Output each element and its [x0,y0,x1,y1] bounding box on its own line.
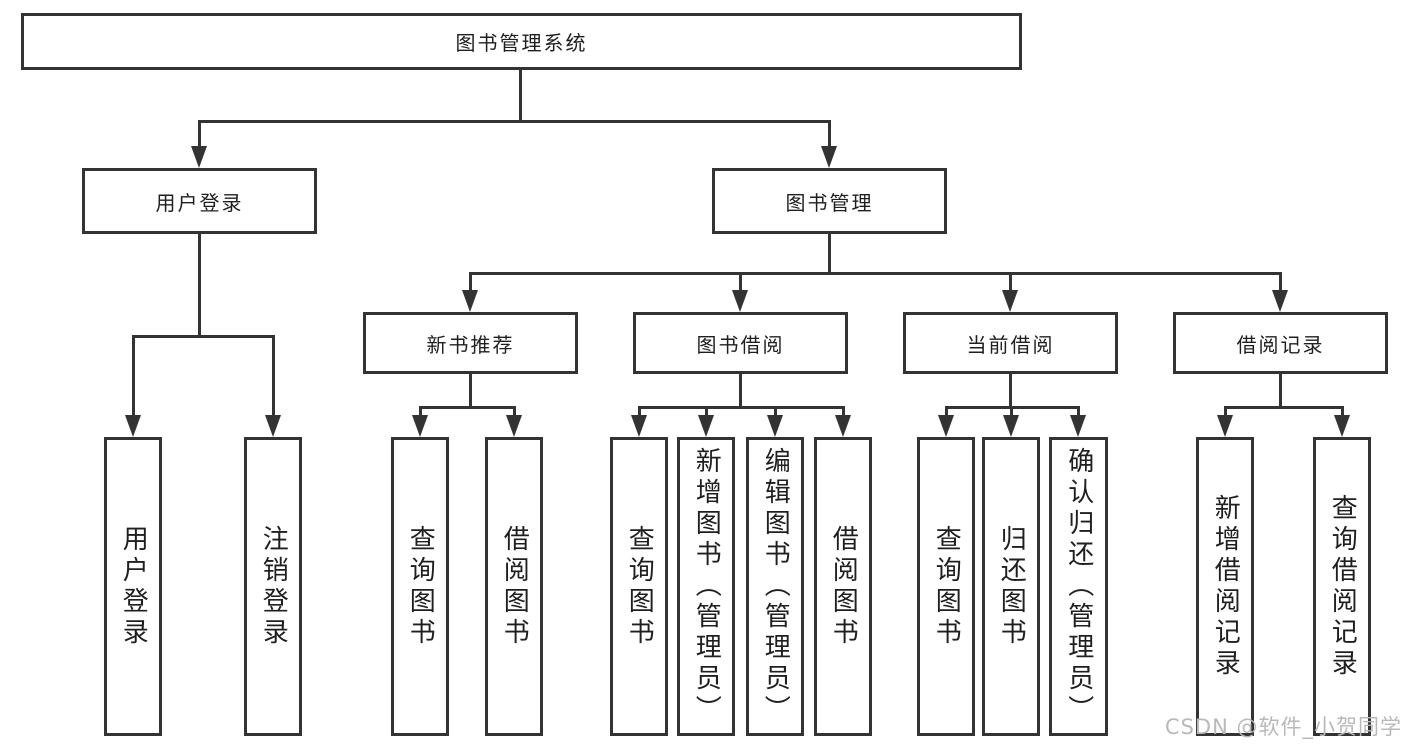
node-book-borrow: 图书借阅 [633,312,848,374]
node-new-book-recommend: 新书推荐 [363,312,578,374]
leaf-edit-book-admin: 编辑图书（管理员） [746,437,804,736]
leaf-label: 确认归还（管理员） [1063,447,1094,726]
connector-group-branch [1224,406,1344,409]
node-book-management: 图书管理 [712,168,947,234]
connector-to-leaf [705,406,708,417]
leaf-confirm-return-admin: 确认归还（管理员） [1049,437,1108,736]
connector-book-management-branch [469,272,1282,275]
leaf-return-book: 归还图书 [982,437,1040,736]
leaf-label: 查询图书 [931,524,962,649]
connector-group-branch [419,406,516,409]
connector-to-leaf [638,406,641,417]
node-current-borrow: 当前借阅 [903,312,1118,374]
leaf-label: 新增图书（管理员） [691,447,722,726]
node-root: 图书管理系统 [21,13,1022,70]
connector-group-stem [469,374,472,408]
arrowhead-down-icon [1272,290,1288,312]
node-label: 图书管理系统 [455,31,588,55]
leaf-query-book-current: 查询图书 [917,437,975,736]
arrowhead-down-icon [835,415,851,437]
leaf-label: 编辑图书（管理员） [760,447,791,726]
connector-group-branch [638,406,845,409]
connector-to-leaf [774,406,777,417]
arrowhead-down-icon [631,415,647,437]
leaf-logout: 注销登录 [244,437,302,736]
connector-to-book-management [828,120,831,148]
arrowhead-down-icon [265,415,281,437]
connector-group-stem [1009,374,1012,408]
connector-to-leaf [842,406,845,417]
arrowhead-down-icon [125,415,141,437]
node-label: 借阅记录 [1236,332,1325,357]
arrowhead-down-icon [191,146,207,168]
connector-to-level3 [739,272,742,292]
leaf-label: 注销登录 [258,524,289,649]
leaf-label: 归还图书 [996,524,1027,649]
node-label: 用户登录 [155,190,244,215]
arrowhead-down-icon [506,415,522,437]
arrowhead-down-icon [1002,290,1018,312]
node-user-login: 用户登录 [82,168,317,234]
node-label: 当前借阅 [966,332,1055,357]
connector-to-level3 [1009,272,1012,292]
node-borrow-record: 借阅记录 [1173,312,1388,374]
arrowhead-down-icon [1217,415,1233,437]
connector-to-leaf [272,335,275,417]
leaf-query-borrow-record: 查询借阅记录 [1313,437,1371,736]
leaf-add-borrow-record: 新增借阅记录 [1196,437,1254,736]
arrowhead-down-icon [767,415,783,437]
leaf-label: 查询借阅记录 [1327,493,1358,680]
leaf-label: 查询图书 [624,524,655,649]
leaf-label: 新增借阅记录 [1210,493,1241,680]
connector-user-login-branch [132,335,274,338]
connector-to-level3 [1279,272,1282,292]
arrowhead-down-icon [698,415,714,437]
leaf-user-login: 用户登录 [104,437,162,736]
leaf-query-book-borrow: 查询图书 [610,437,668,736]
connector-book-management-stem [828,234,831,274]
connector-to-leaf [419,406,422,417]
node-label: 图书借阅 [696,332,785,357]
leaf-borrow-book-recommend: 借阅图书 [485,437,543,736]
connector-group-stem [1279,374,1282,408]
leaf-label: 用户登录 [118,524,149,649]
connector-user-login-stem [198,234,201,336]
connector-root-stem [519,69,522,122]
node-label: 图书管理 [785,190,874,215]
arrowhead-down-icon [938,415,954,437]
connector-to-level3 [469,272,472,292]
connector-to-leaf [513,406,516,417]
connector-to-leaf [1077,406,1080,417]
connector-to-leaf [132,335,135,417]
connector-to-leaf [1010,406,1013,417]
arrowhead-down-icon [462,290,478,312]
arrowhead-down-icon [1070,415,1086,437]
arrowhead-down-icon [732,290,748,312]
arrowhead-down-icon [1334,415,1350,437]
arrowhead-down-icon [821,146,837,168]
leaf-borrow-book: 借阅图书 [814,437,872,736]
leaf-add-book-admin: 新增图书（管理员） [677,437,735,736]
leaf-label: 借阅图书 [499,524,530,649]
connector-to-leaf [1224,406,1227,417]
leaf-label: 借阅图书 [828,524,859,649]
leaf-label: 查询图书 [405,524,436,649]
connector-to-leaf [945,406,948,417]
connector-to-leaf [1341,406,1344,417]
connector-group-stem [739,374,742,408]
arrowhead-down-icon [1003,415,1019,437]
connector-root-branch [198,120,831,123]
node-label: 新书推荐 [426,332,515,357]
arrowhead-down-icon [412,415,428,437]
watermark-text: CSDN @软件_小贺同学 [1164,715,1402,739]
leaf-query-book-recommend: 查询图书 [391,437,449,736]
connector-to-user-login [198,120,201,148]
